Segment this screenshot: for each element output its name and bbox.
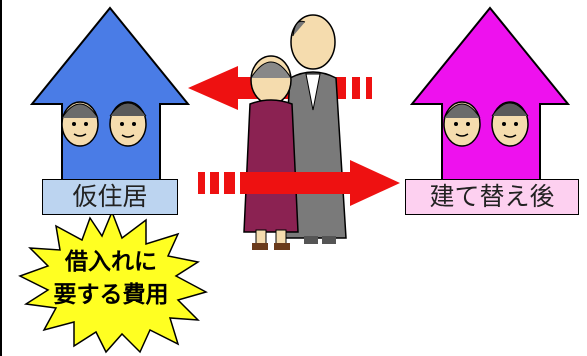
couple-icon-right	[443, 101, 529, 147]
burst-line-1: 借入れに	[65, 249, 157, 275]
borrowing-cost-text: 借入れに 要する費用	[22, 246, 200, 312]
burst-line-2: 要する費用	[53, 282, 169, 308]
elderly-couple-icon	[243, 14, 347, 250]
couple-icon-left	[61, 101, 147, 147]
arrow-to-rebuilt-icon	[198, 160, 400, 206]
temporary-housing-label: 仮住居	[42, 179, 178, 215]
after-rebuild-label: 建て替え後	[405, 179, 579, 215]
cost-burst-shape	[18, 209, 208, 354]
temporary-house-shape	[29, 6, 191, 183]
rebuilt-house-shape	[409, 6, 571, 183]
